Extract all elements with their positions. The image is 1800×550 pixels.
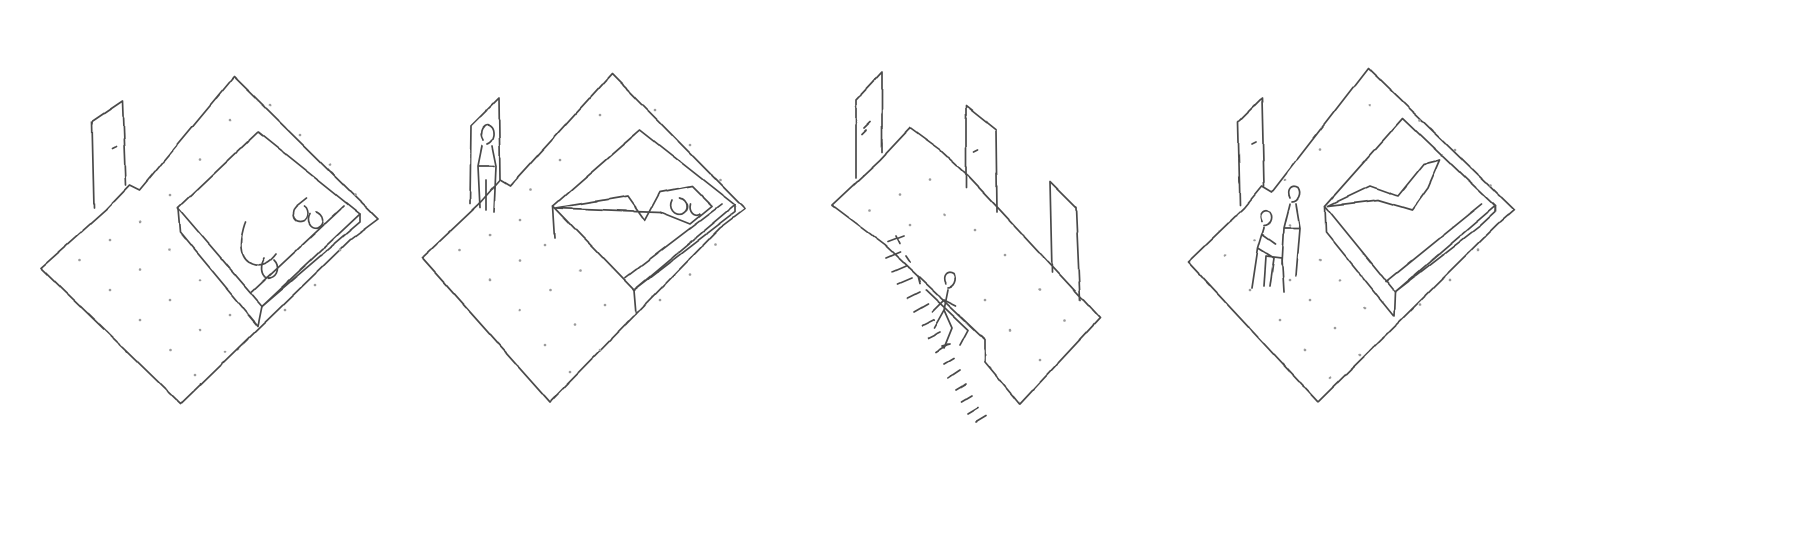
floor-outline xyxy=(1188,68,1514,402)
sketch-1-person-sleeping-in-bed xyxy=(41,77,378,404)
floor-dots xyxy=(459,109,722,374)
door-2 xyxy=(966,106,997,212)
door-handle xyxy=(113,146,117,148)
sketch-4-two-people-beside-bed xyxy=(1188,68,1514,402)
bed-side-left xyxy=(553,206,636,314)
standing-person xyxy=(481,125,493,144)
sketch-2-person-at-door-bed-empty xyxy=(422,74,745,402)
bed-side-left xyxy=(1325,206,1395,316)
mattress-edge xyxy=(1386,204,1482,282)
blanket xyxy=(556,186,712,224)
bed-top xyxy=(1325,118,1495,292)
bed-top xyxy=(178,132,360,306)
bed-side-left xyxy=(178,208,262,326)
sketch-3-person-walking-corridor-steps xyxy=(832,72,1100,422)
standing-person xyxy=(1289,187,1300,202)
pillow xyxy=(671,198,687,214)
sleeping-figure xyxy=(241,222,276,265)
blanket xyxy=(1328,160,1440,210)
stair-steps xyxy=(886,236,986,422)
door-3 xyxy=(1050,182,1080,300)
door xyxy=(92,101,126,208)
mattress-edge xyxy=(252,206,344,292)
floor-dots xyxy=(79,104,357,377)
seated-person xyxy=(1261,211,1272,226)
walking-person xyxy=(945,273,956,288)
